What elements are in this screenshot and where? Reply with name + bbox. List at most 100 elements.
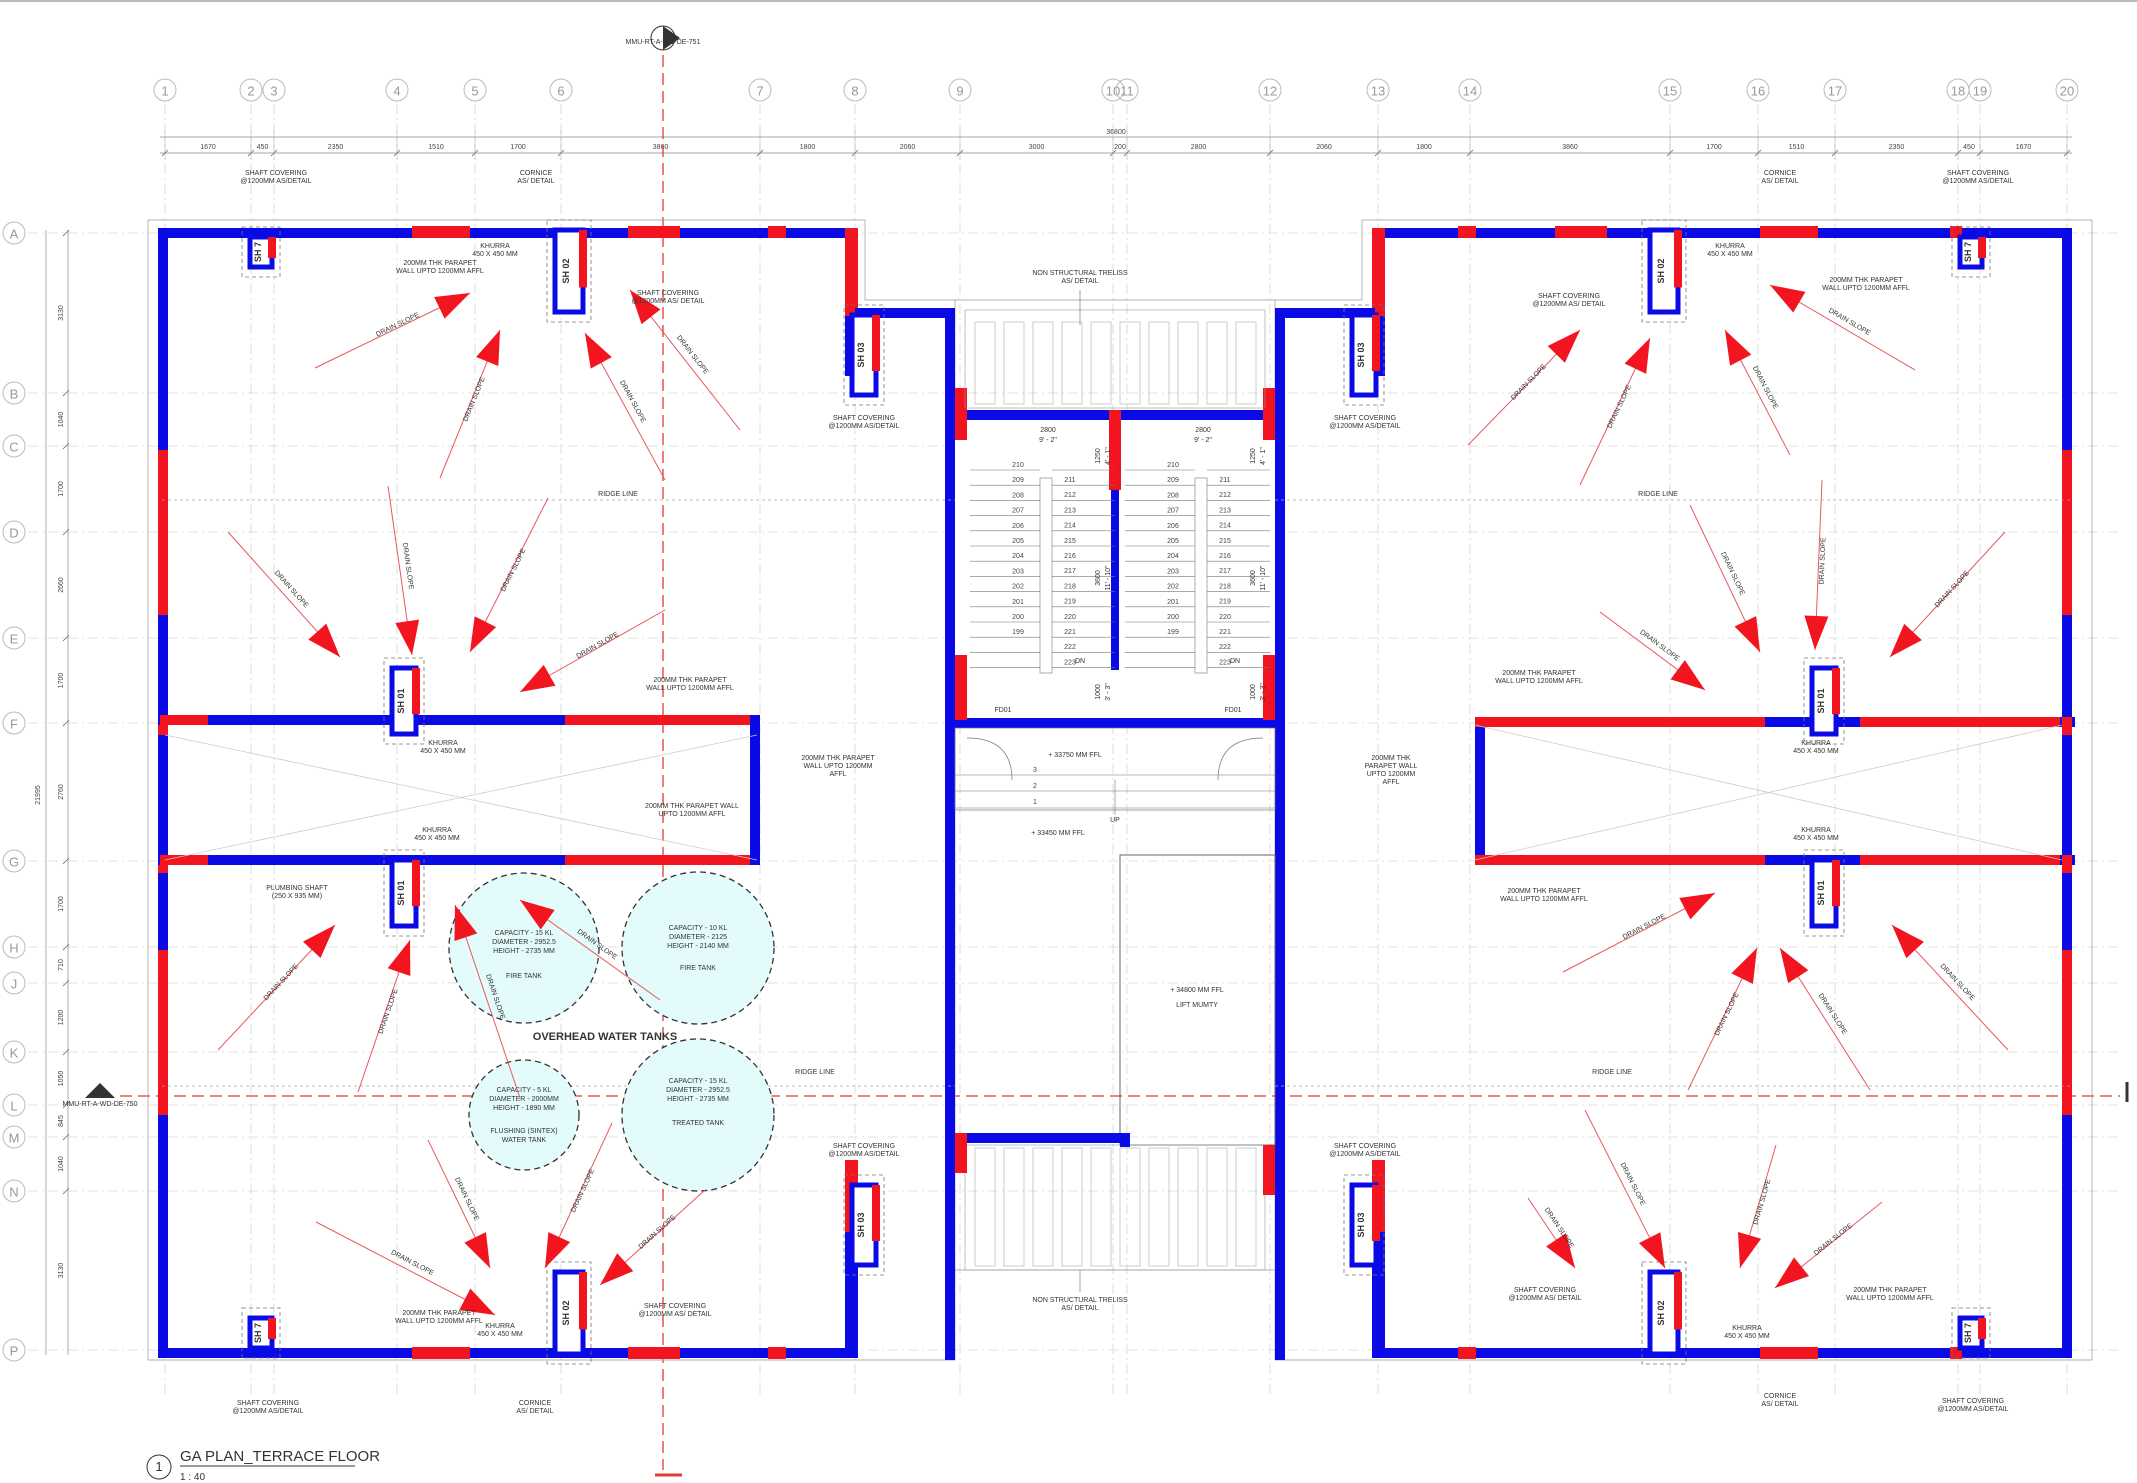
shaft-sh03-right-upper-label: SH 03 <box>1356 342 1366 367</box>
stair-2-dn: DN <box>1230 658 1240 665</box>
grid-label-col-6: 6 <box>557 84 564 99</box>
wall-segment <box>1475 717 2075 727</box>
stair-1-left-step-204: 204 <box>1012 553 1024 560</box>
tank-2-label: FIRE TANK <box>680 965 716 972</box>
wall-segment <box>1372 228 2072 238</box>
grid-label-row-A: A <box>10 227 19 242</box>
stair-1-right-step-217: 217 <box>1064 568 1076 575</box>
drain-arrow-head-12 <box>459 1288 495 1315</box>
stair-2-right-step-211: 211 <box>1219 477 1230 484</box>
stair-2-right-step-218: 218 <box>1219 583 1231 590</box>
wall-segment <box>1458 226 1476 238</box>
shaft-sh01-left-lower-label: SH 01 <box>396 880 406 905</box>
top-dim-15: 1510 <box>1789 144 1805 151</box>
drain-arrow-head-21 <box>1734 616 1760 652</box>
grid-label-col-12: 12 <box>1263 84 1277 99</box>
note-shaft-covering-6: SHAFT COVERING@1200MM AS/DETAIL <box>232 1400 303 1415</box>
view-scale: 1 : 40 <box>180 1472 205 1483</box>
shaft-sh02-top-left-label: SH 02 <box>561 258 571 283</box>
wall-segment <box>1475 717 1765 727</box>
note-shaft-covering-5: SHAFT COVERING@1200MM AS/ DETAIL <box>638 1303 711 1318</box>
stair-1-width-imperial: 9' - 2" <box>1039 437 1057 444</box>
left-dim-5: 2760 <box>58 784 65 800</box>
grid-label-col-9: 9 <box>956 84 963 99</box>
north-marker: MMU-RT-A-WD-DE-751 <box>626 25 701 51</box>
note-shaft-covering-7: SHAFT COVERING@1200MM AS/DETAIL <box>1329 415 1400 430</box>
stair-2-right-step-214: 214 <box>1219 523 1231 530</box>
grid-bubble-row-P <box>2 1338 26 1362</box>
tank-1-label: FIRE TANK <box>506 973 542 980</box>
drain-arrow-head-5 <box>395 619 420 655</box>
ffl-label-3: + 34800 MM FFL <box>1170 987 1224 994</box>
grid-bubble-col-1 <box>153 78 177 102</box>
grid-bubble-col-14 <box>1458 78 1482 102</box>
stair-2-1000: 1000 <box>1250 684 1257 700</box>
grid-bubble-col-7 <box>748 78 772 102</box>
grid-bubble-row-J <box>2 971 26 995</box>
drain-arrow-head-19 <box>1770 285 1806 313</box>
grid-label-row-K: K <box>10 1046 19 1061</box>
stair-1-left-step-205: 205 <box>1012 538 1024 545</box>
stair-up-label: UP <box>1110 817 1120 824</box>
left-dim-3: 2660 <box>58 577 65 593</box>
drain-arrow-head-16 <box>1547 330 1580 363</box>
stair-2-right-step-220: 220 <box>1219 614 1231 621</box>
drain-arrow-head-22 <box>1804 615 1829 650</box>
shaft-sh7-top-left-label: SH 7 <box>253 242 263 262</box>
top-dim-9: 200 <box>1114 144 1126 151</box>
stair-2-left-step-203: 203 <box>1167 568 1179 575</box>
drain-arrow-head-6 <box>470 616 497 652</box>
shaft-sh02-bottom-left-label: SH 02 <box>561 1300 571 1325</box>
left-dim-0: 3130 <box>58 305 65 321</box>
left-dim-1: 1040 <box>58 412 65 428</box>
top-dim-2: 2350 <box>328 144 344 151</box>
ridge-label-2: RIDGE LINE <box>1638 491 1678 498</box>
note-shaft-covering-4: SHAFT COVERING@1200MM AS/DETAIL <box>828 1143 899 1158</box>
section-tag: MMU-RT-A-WD-DE-750 <box>63 1101 138 1108</box>
wall-segment <box>1275 308 1375 318</box>
shaft-sh03-left-upper-label: SH 03 <box>856 342 866 367</box>
grid-bubble-row-F <box>2 711 26 735</box>
left-dim-10: 845 <box>58 1115 65 1127</box>
drain-arrow-head-28 <box>1546 1233 1575 1268</box>
grid-bubble-row-D <box>2 520 26 544</box>
door-fd01-right: FD01 <box>1224 707 1241 714</box>
grid-bubble-row-M <box>2 1125 26 1149</box>
grid-label-col-4: 4 <box>393 84 400 99</box>
stair-2-right-step-223: 223 <box>1219 659 1231 666</box>
grid-label-col-5: 5 <box>471 84 478 99</box>
left-dim-2: 1700 <box>58 481 65 497</box>
drain-arrow-head-27 <box>1892 925 1924 959</box>
wall-segment <box>565 715 755 725</box>
wall-segment <box>412 226 470 238</box>
wall-segment <box>1475 855 1765 865</box>
grid-label-col-14: 14 <box>1463 84 1477 99</box>
top-dim-18: 1670 <box>2016 144 2032 151</box>
wall-segment <box>158 717 168 735</box>
drain-arrow-head-20 <box>1670 660 1705 690</box>
wall-segment <box>1275 308 1285 1360</box>
stair-1-left-step-206: 206 <box>1012 523 1024 530</box>
note-shaft-covering-9: SHAFT COVERING@1200MM AS/DETAIL <box>1942 170 2013 185</box>
grid-label-col-19: 19 <box>1973 84 1987 99</box>
drain-slope-label-22: DRAIN SLOPE <box>1819 537 1828 585</box>
grid-bubble-col-17 <box>1823 78 1847 102</box>
drain-arrow-head-7 <box>520 664 556 692</box>
view-title: GA PLAN_TERRACE FLOOR <box>180 1448 380 1465</box>
wall-segment <box>2062 855 2072 873</box>
stair-1-right-step-219: 219 <box>1064 599 1076 606</box>
left-dim-7: 710 <box>58 959 65 971</box>
door-fd01-left: FD01 <box>994 707 1011 714</box>
stair-2-width-imperial: 9' - 2" <box>1194 437 1212 444</box>
